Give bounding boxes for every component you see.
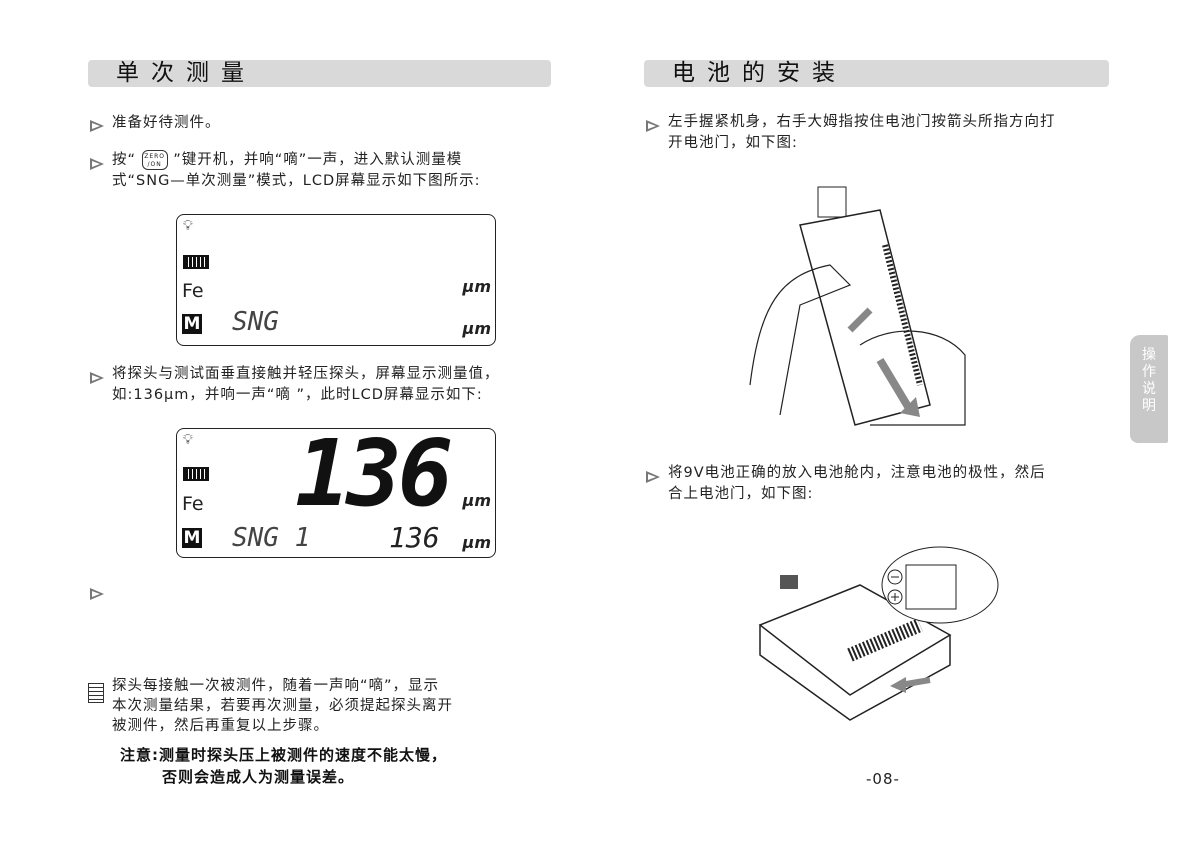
insert-battery-illustration — [758, 546, 999, 721]
backlight-bulb-icon: 💡︎ — [183, 432, 193, 448]
mode-readout: SNG 1 — [232, 523, 311, 553]
key-label: ZERO — [144, 153, 166, 160]
step-power-on: 按“ ZERO/ON ”键开机，并响“嘀”一声，进入默认测量模 式“SNG—单次… — [112, 150, 481, 192]
mode-readout: SNG — [232, 307, 279, 337]
lcd-display-reading: 💡︎ Fe 136 μm M SNG 1 136 μm — [176, 428, 496, 558]
text: 如:136μm，并响一声“嘀 ”，此时LCD屏幕显示如下: — [112, 387, 483, 403]
unit-label: μm — [462, 319, 491, 338]
fe-label: Fe — [182, 280, 204, 302]
text: 式“SNG—单次测量”模式，LCD屏幕显示如下图所示: — [112, 173, 481, 189]
side-tab-label: 操作说明 — [1142, 347, 1156, 414]
main-reading: 136 — [295, 420, 453, 527]
text: 探头每接触一次被测件，随着一声响“嘀”，显示 — [112, 678, 440, 694]
last-reading: 136 — [389, 521, 440, 554]
text: 注意:测量时探头压上被测件的速度不能太慢， — [120, 746, 448, 764]
section-header-battery-install: 电池的安装 — [644, 60, 1109, 87]
key-label: /ON — [147, 161, 162, 168]
step-prepare: 准备好待测件。 — [112, 115, 221, 131]
warning-text: 注意:测量时探头压上被测件的速度不能太慢， 否则会造成人为测量误差。 — [120, 744, 447, 788]
text: 将探头与测试面垂直接触并轻压探头，屏幕显示测量值， — [112, 366, 500, 382]
text: ”键开机，并响“嘀”一声，进入默认测量模 — [173, 152, 463, 168]
section-title: 单次测量 — [116, 60, 256, 86]
step-measure: 将探头与测试面垂直接触并轻压探头，屏幕显示测量值， 如:136μm，并响一声“嘀… — [112, 364, 500, 406]
text: 否则会造成人为测量误差。 — [162, 768, 355, 786]
open-battery-door-illustration — [749, 186, 966, 426]
step-open-door: 左手握紧机身，右手大姆指按住电池门按箭头所指方向打 开电池门，如下图: — [668, 112, 1056, 154]
bullet-arrow-icon — [646, 471, 660, 483]
page-number: -08- — [866, 770, 900, 788]
step-insert-battery: 将9V电池正确的放入电池舱内，注意电池的极性，然后 合上电池门，如下图: — [668, 463, 1046, 505]
unit-label: μm — [462, 533, 491, 552]
backlight-bulb-icon: 💡︎ — [183, 218, 193, 234]
battery-icon — [183, 467, 209, 481]
note-document-icon — [88, 683, 104, 703]
bullet-arrow-icon — [90, 120, 104, 132]
bullet-arrow-icon — [90, 158, 104, 170]
bullet-arrow-icon — [90, 588, 104, 600]
battery-icon — [183, 255, 209, 269]
text: 左手握紧机身，右手大姆指按住电池门按箭头所指方向打 — [668, 114, 1056, 130]
text: 开电池门，如下图: — [668, 135, 798, 151]
zero-on-key-icon: ZERO/ON — [141, 150, 168, 170]
bullet-arrow-icon — [90, 372, 104, 384]
memory-icon: M — [182, 528, 202, 548]
text: 本次测量结果，若要再次测量，必须提起探头离开 — [112, 698, 453, 714]
note-text: 探头每接触一次被测件，随着一声响“嘀”，显示 本次测量结果，若要再次测量，必须提… — [112, 676, 453, 736]
text: 被测件，然后再重复以上步骤。 — [112, 718, 329, 734]
unit-label: μm — [462, 491, 491, 510]
section-title: 电池的安装 — [672, 60, 847, 86]
lcd-display-sng: 💡︎ Fe μm M SNG μm — [176, 214, 496, 346]
text: 合上电池门，如下图: — [668, 486, 814, 502]
text: 将9V电池正确的放入电池舱内，注意电池的极性，然后 — [668, 465, 1046, 481]
fe-label: Fe — [182, 493, 204, 515]
side-tab-operation-instructions[interactable]: 操作说明 — [1130, 335, 1168, 443]
text: 按“ — [112, 152, 137, 168]
section-header-single-measure: 单次测量 — [88, 60, 551, 87]
memory-icon: M — [182, 314, 202, 334]
unit-label: μm — [462, 277, 491, 296]
bullet-arrow-icon — [646, 120, 660, 132]
